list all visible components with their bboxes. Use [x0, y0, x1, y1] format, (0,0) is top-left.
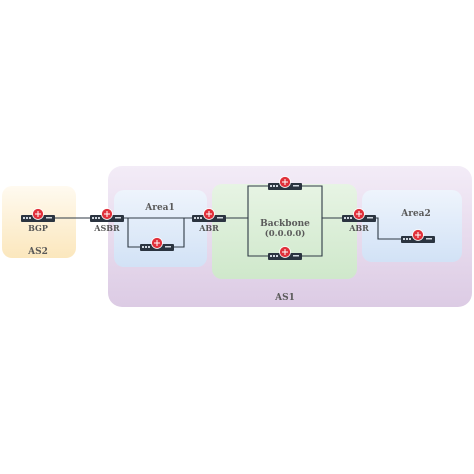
abr-right-label: ABR — [348, 223, 369, 233]
area1-label: Area1 — [144, 203, 175, 213]
backbone-sublabel: (0.0.0.0) — [265, 228, 306, 239]
area2-zone — [362, 190, 462, 262]
link-abr-backbone-bottom — [209, 217, 285, 257]
backbone-label: Backbone — [260, 219, 310, 229]
area1-zone — [114, 190, 207, 267]
as2-label: AS2 — [27, 247, 48, 257]
asbr-router-label: ASBR — [93, 223, 120, 233]
link-backbone-bottom-abr — [285, 217, 359, 257]
as1-label: AS1 — [274, 293, 295, 303]
abr-left-label: ABR — [198, 223, 219, 233]
area2-label: Area2 — [400, 209, 431, 219]
bgp-router-label: BGP — [28, 223, 48, 233]
